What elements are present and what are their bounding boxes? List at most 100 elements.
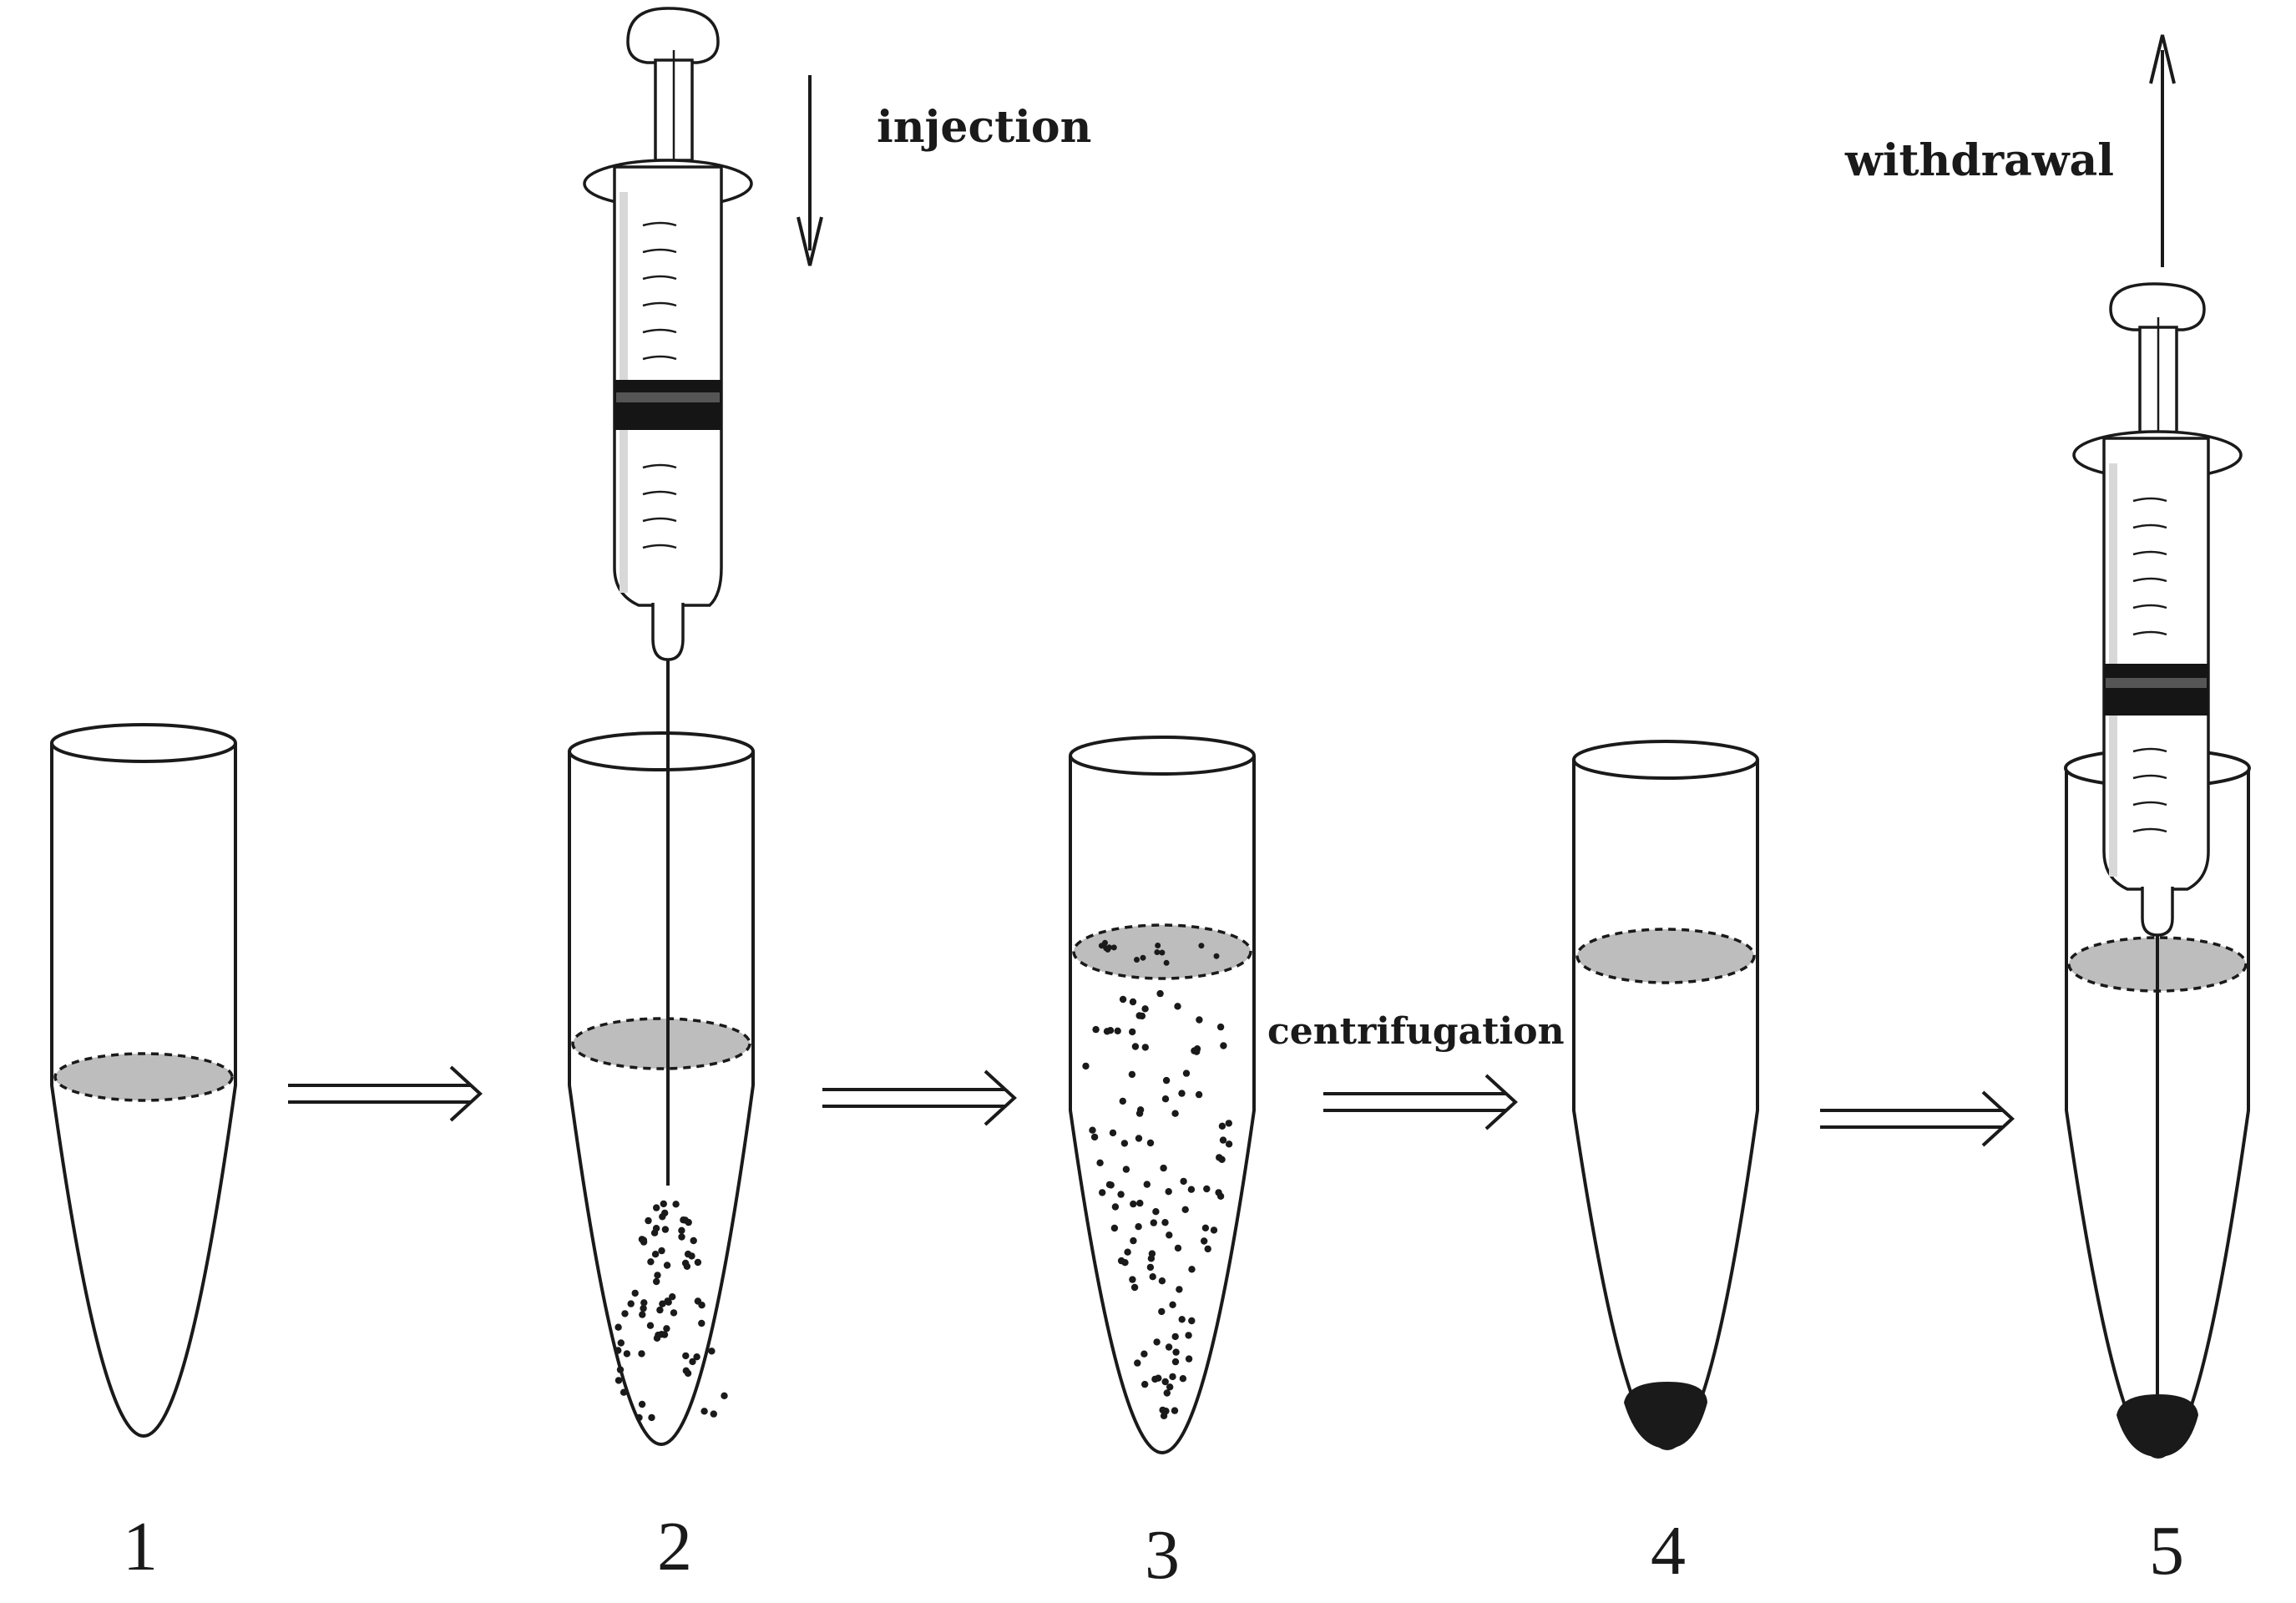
droplet (660, 1200, 667, 1208)
droplet (653, 1277, 660, 1286)
droplet (1162, 1076, 1171, 1085)
droplet (1161, 1378, 1169, 1386)
droplet (1135, 1012, 1143, 1019)
droplet (1117, 1257, 1125, 1265)
droplet (1171, 1407, 1179, 1414)
droplet (638, 1400, 646, 1408)
droplet (1225, 1140, 1233, 1148)
droplet (1198, 943, 1205, 949)
droplet (1169, 1301, 1176, 1309)
droplet (1165, 1343, 1173, 1351)
droplet (1181, 1206, 1189, 1214)
graduation-mark (2132, 827, 2167, 833)
droplet (682, 1352, 690, 1360)
droplet (1185, 1332, 1192, 1339)
droplet (1191, 1047, 1198, 1054)
droplet (1129, 1276, 1136, 1283)
tube-1 (50, 723, 237, 1439)
graduation-mark (2132, 577, 2167, 583)
droplet (1176, 1286, 1183, 1293)
tube-4 (1572, 740, 1759, 1451)
droplet (1159, 949, 1166, 956)
droplet (631, 1289, 639, 1297)
droplet (1134, 1359, 1141, 1367)
droplet (1171, 1358, 1180, 1366)
droplet (1218, 1122, 1226, 1130)
droplet (1124, 1248, 1131, 1256)
droplet (1131, 1043, 1140, 1050)
droplet (1216, 1154, 1223, 1161)
droplet (1165, 1188, 1172, 1196)
syringe-injection (583, 7, 753, 1186)
droplet (1110, 944, 1117, 951)
droplet (1120, 1140, 1129, 1147)
droplet (1216, 1192, 1225, 1201)
graduation-mark (2132, 630, 2167, 636)
graduation-mark (642, 275, 677, 281)
droplet (645, 1216, 652, 1225)
droplet (623, 1350, 631, 1358)
plunger-seal (614, 380, 721, 430)
droplet (1122, 1166, 1130, 1173)
extractant-layer-4 (1575, 928, 1756, 984)
droplet (1174, 1003, 1181, 1010)
droplet (1151, 1375, 1159, 1383)
process-arrow (1323, 1074, 1518, 1130)
droplet (1225, 1120, 1233, 1127)
graduation-mark (642, 490, 677, 496)
graduation-mark (2132, 801, 2167, 807)
droplet (1178, 1316, 1186, 1323)
droplet (659, 1213, 666, 1221)
droplet (1135, 1223, 1142, 1231)
droplet (681, 1259, 690, 1267)
graduation-mark (642, 517, 677, 523)
withdrawal-label: withdrawal (1844, 135, 2114, 186)
injection-label: injection (877, 102, 1091, 153)
droplet (1119, 995, 1127, 1004)
droplet (1182, 1070, 1191, 1077)
droplet (1213, 953, 1220, 959)
droplet (1110, 1224, 1119, 1232)
droplet (1161, 1219, 1169, 1226)
droplet (614, 1377, 623, 1384)
droplet (690, 1236, 697, 1245)
plunger-seal-withdrawal (2104, 664, 2208, 716)
droplet (708, 1348, 716, 1355)
droplet (670, 1309, 678, 1317)
droplet (635, 1413, 643, 1422)
droplet (1092, 1025, 1100, 1034)
droplet (1156, 989, 1164, 998)
droplet (1178, 1090, 1186, 1097)
droplet (614, 1323, 622, 1331)
droplet (1090, 1133, 1099, 1141)
droplet (1147, 1255, 1156, 1262)
droplet (1158, 1307, 1166, 1316)
droplet (656, 1306, 664, 1314)
tube-3 (1069, 736, 1256, 1455)
droplet (1141, 1380, 1149, 1388)
step-number-4: 4 (1651, 1512, 1686, 1590)
droplet (689, 1358, 696, 1366)
droplet (678, 1233, 685, 1241)
step-number-5: 5 (2149, 1512, 2184, 1590)
droplet (616, 1366, 625, 1373)
droplet (700, 1408, 708, 1415)
droplet (1158, 1277, 1166, 1285)
droplet (1174, 1244, 1182, 1252)
graduation-mark (2132, 497, 2167, 503)
droplet (1146, 1139, 1155, 1147)
droplet (664, 1297, 671, 1305)
droplet (1172, 1348, 1180, 1356)
droplet (672, 1201, 680, 1208)
droplet (653, 1204, 660, 1211)
droplet (621, 1310, 629, 1317)
droplet (1135, 1135, 1143, 1142)
graduation-mark (642, 355, 677, 361)
droplet (1140, 954, 1146, 961)
droplet (721, 1392, 728, 1400)
droplet (1166, 1383, 1174, 1391)
droplet (1149, 1273, 1156, 1281)
droplet (1130, 1200, 1137, 1208)
droplet (627, 1300, 635, 1307)
droplet (1103, 1028, 1111, 1035)
